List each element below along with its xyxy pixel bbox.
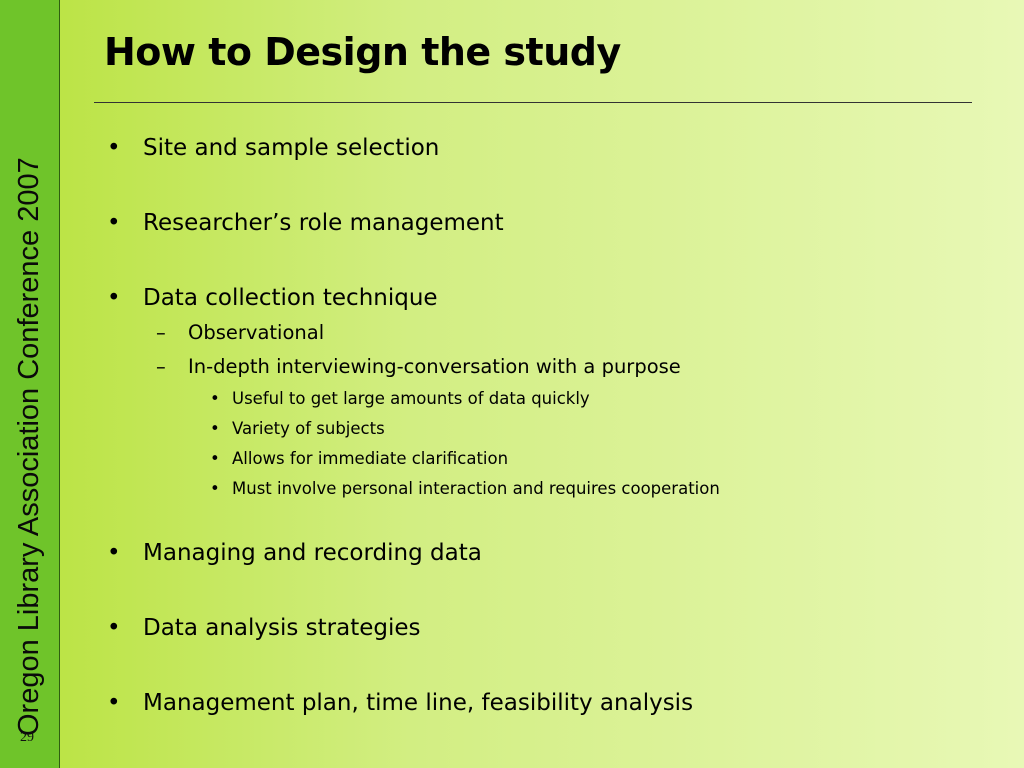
- bullet-marker: •: [107, 135, 121, 161]
- sub-sub-bullet-item: Allows for immediate clarification: [232, 449, 509, 468]
- slide-title: How to Design the study: [104, 30, 621, 74]
- bullet-item: Data collection technique: [143, 285, 438, 311]
- sub-sub-bullet-marker: •: [210, 479, 220, 498]
- slide-number: 29: [20, 730, 34, 745]
- title-divider: [94, 102, 972, 103]
- bullet-marker: •: [107, 540, 121, 566]
- bullet-marker: •: [107, 615, 121, 641]
- bullet-marker: •: [107, 210, 121, 236]
- bullet-item: Site and sample selection: [143, 135, 440, 161]
- sub-sub-bullet-marker: •: [210, 389, 220, 408]
- bullet-item: Management plan, time line, feasibility …: [143, 690, 694, 716]
- sub-sub-bullet-item: Must involve personal interaction and re…: [232, 479, 720, 498]
- sidebar-band: Oregon Library Association Conference 20…: [0, 0, 60, 768]
- sub-bullet-marker: –: [156, 355, 166, 378]
- sub-bullet-marker: –: [156, 321, 166, 344]
- bullet-item: Data analysis strategies: [143, 615, 421, 641]
- bullet-marker: •: [107, 690, 121, 716]
- bullet-item: Researcher’s role management: [143, 210, 504, 236]
- bullet-marker: •: [107, 285, 121, 311]
- sub-sub-bullet-item: Useful to get large amounts of data quic…: [232, 389, 590, 408]
- sub-sub-bullet-marker: •: [210, 419, 220, 438]
- sub-sub-bullet-marker: •: [210, 449, 220, 468]
- conference-vertical-title: Oregon Library Association Conference 20…: [13, 157, 45, 736]
- sub-bullet-item: Observational: [188, 321, 325, 344]
- sub-sub-bullet-item: Variety of subjects: [232, 419, 385, 438]
- sub-bullet-item: In-depth interviewing-conversation with …: [188, 355, 681, 378]
- bullet-item: Managing and recording data: [143, 540, 482, 566]
